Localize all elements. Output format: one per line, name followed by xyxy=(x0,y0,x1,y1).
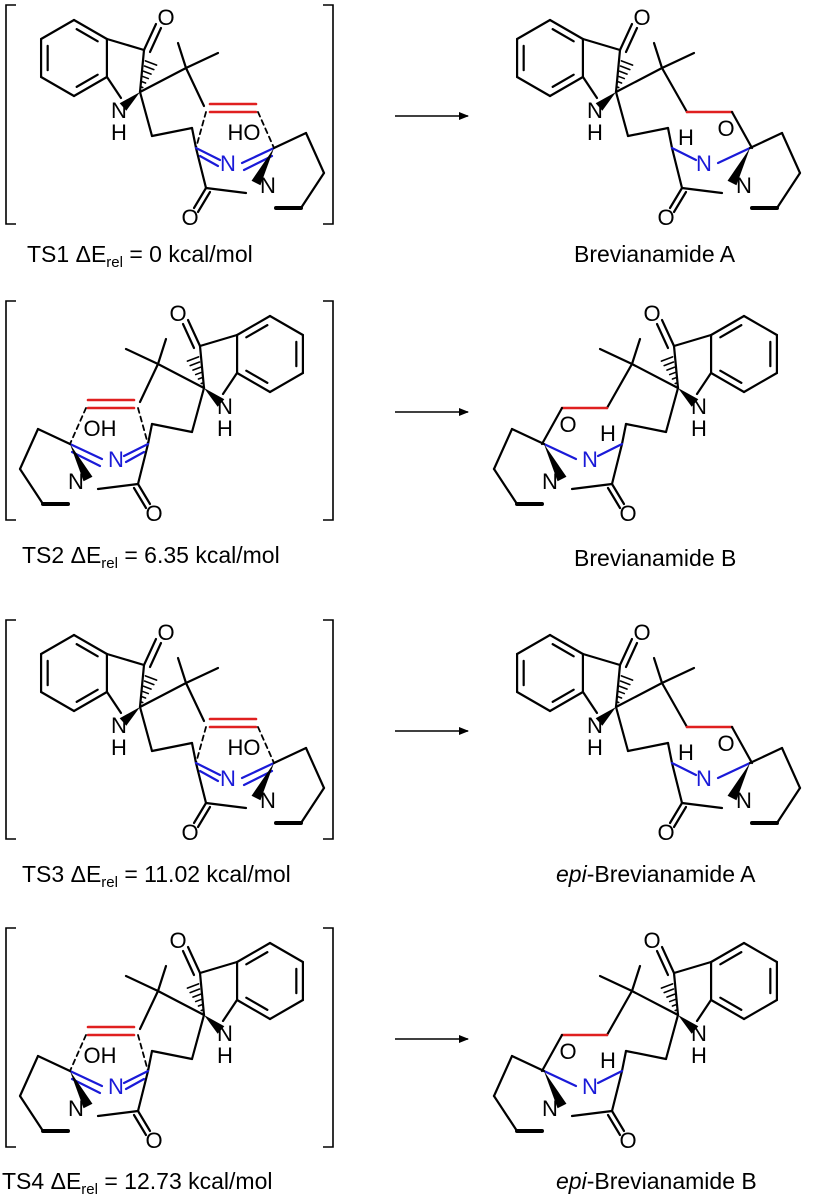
lactam-oxygen: O xyxy=(559,412,576,437)
proline-nitrogen: N xyxy=(68,1096,84,1121)
proline-nitrogen: N xyxy=(736,788,752,813)
bridgehead-hydrogen: H xyxy=(678,125,694,150)
diketopiperazine-nitrogen: N xyxy=(108,1074,124,1099)
amide-oxygen: O xyxy=(619,1128,636,1153)
diketopiperazine-nitrogen: N xyxy=(696,151,712,176)
proline-nitrogen: N xyxy=(260,788,276,813)
indole-hydrogen: H xyxy=(217,416,233,441)
lactam-oxygen: O xyxy=(717,731,734,756)
carbonyl-oxygen: O xyxy=(643,928,660,953)
ts4-energy-label: TS4 ΔErel = 12.73 kcal/mol xyxy=(2,1168,273,1198)
bridgehead-hydrogen: H xyxy=(600,421,616,446)
diketopiperazine-nitrogen: N xyxy=(582,1074,598,1099)
diketopiperazine-nitrogen: N xyxy=(220,766,236,791)
carbonyl-oxygen: O xyxy=(157,5,174,30)
amide-oxygen: O xyxy=(657,205,674,230)
carbonyl-oxygen: O xyxy=(169,301,186,326)
indole-hydrogen: H xyxy=(691,416,707,441)
diketopiperazine-nitrogen: N xyxy=(582,447,598,472)
proline-nitrogen: N xyxy=(736,173,752,198)
amide-oxygen: O xyxy=(657,820,674,845)
product-4-label: epi-Brevianamide B xyxy=(556,1168,757,1194)
indole-hydrogen: H xyxy=(111,120,127,145)
indole-hydrogen: H xyxy=(691,1043,707,1068)
indole-hydrogen: H xyxy=(587,735,603,760)
proline-nitrogen: N xyxy=(68,469,84,494)
lactam-oxygen: O xyxy=(717,116,734,141)
carbonyl-oxygen: O xyxy=(157,620,174,645)
ts2-brackets xyxy=(5,300,334,521)
diketopiperazine-nitrogen: N xyxy=(220,151,236,176)
proline-nitrogen: N xyxy=(542,469,558,494)
hydroxyl-group: HO xyxy=(228,120,261,145)
ts1-brackets xyxy=(5,4,334,225)
hydroxyl-group: OH xyxy=(84,416,117,441)
diketopiperazine-nitrogen: N xyxy=(108,447,124,472)
product-3-label: epi-Brevianamide A xyxy=(556,861,756,887)
hydroxyl-group: OH xyxy=(84,1043,117,1068)
carbonyl-oxygen: O xyxy=(169,928,186,953)
ts3-energy-label: TS3 ΔErel = 11.02 kcal/mol xyxy=(22,861,291,891)
amide-oxygen: O xyxy=(145,1128,162,1153)
ts3-brackets xyxy=(5,619,334,840)
ts2-energy-label: TS2 ΔErel = 6.35 kcal/mol xyxy=(22,542,280,572)
lactam-oxygen: O xyxy=(559,1039,576,1064)
product-2-label: Brevianamide B xyxy=(574,545,737,571)
hydroxyl-group: HO xyxy=(228,735,261,760)
ts1-energy-label: TS1 ΔErel = 0 kcal/mol xyxy=(27,241,253,271)
indole-hydrogen: H xyxy=(217,1043,233,1068)
proline-nitrogen: N xyxy=(260,173,276,198)
amide-oxygen: O xyxy=(181,820,198,845)
indole-hydrogen: H xyxy=(111,735,127,760)
amide-oxygen: O xyxy=(181,205,198,230)
amide-oxygen: O xyxy=(619,501,636,526)
bridgehead-hydrogen: H xyxy=(678,740,694,765)
carbonyl-oxygen: O xyxy=(633,5,650,30)
carbonyl-oxygen: O xyxy=(643,301,660,326)
ts4-brackets xyxy=(5,927,334,1148)
diketopiperazine-nitrogen: N xyxy=(696,766,712,791)
carbonyl-oxygen: O xyxy=(633,620,650,645)
amide-oxygen: O xyxy=(145,501,162,526)
indole-hydrogen: H xyxy=(587,120,603,145)
proline-nitrogen: N xyxy=(542,1096,558,1121)
bridgehead-hydrogen: H xyxy=(600,1048,616,1073)
product-1-label: Brevianamide A xyxy=(574,241,736,267)
